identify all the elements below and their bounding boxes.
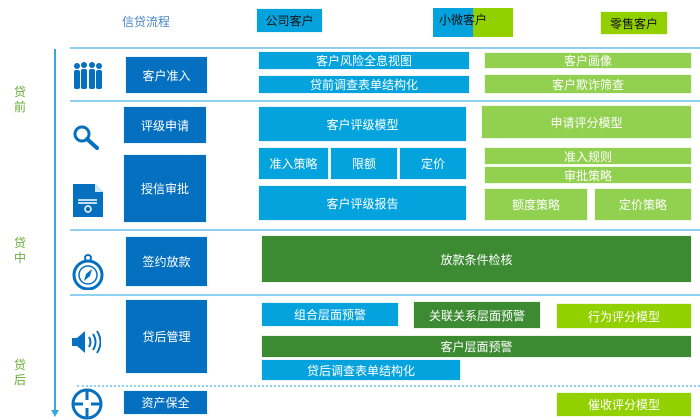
limit[interactable]: 限额	[330, 147, 398, 180]
step-asset-preservation[interactable]: 资产保全	[123, 390, 208, 415]
pricing[interactable]: 定价	[399, 147, 467, 180]
stage-pre: 贷前	[13, 85, 26, 114]
divider	[70, 47, 700, 49]
disbursement-check[interactable]: 放款条件检核	[261, 235, 692, 283]
compass-icon	[72, 254, 104, 290]
customer-warning[interactable]: 客户层面预警	[261, 335, 692, 358]
divider	[70, 100, 700, 102]
timeline-axis	[54, 49, 56, 411]
stage-mid: 贷中	[13, 236, 26, 265]
divider	[70, 229, 700, 231]
rating-report[interactable]: 客户评级报告	[258, 185, 467, 221]
corporate-header: 公司客户	[256, 8, 323, 33]
step-signing-disbursement[interactable]: 签约放款	[125, 236, 208, 287]
post-loan-survey[interactable]: 贷后调查表单结构化	[261, 359, 461, 381]
pre-loan-survey[interactable]: 贷前调查表单结构化	[258, 75, 470, 94]
approval-policy[interactable]: 审批策略	[484, 166, 692, 184]
customer-profile[interactable]: 客户画像	[484, 52, 692, 69]
rating-model[interactable]: 客户评级模型	[258, 106, 467, 142]
speaker-icon	[72, 330, 101, 354]
search-icon	[73, 125, 99, 150]
fraud-screening[interactable]: 客户欺诈筛查	[484, 74, 692, 94]
step-rating-application[interactable]: 评级申请	[123, 106, 207, 144]
divider	[70, 294, 700, 296]
step-post-loan-management[interactable]: 贷后管理	[125, 299, 208, 374]
retail-header: 零售客户	[600, 11, 668, 35]
document-certificate-icon	[73, 184, 103, 217]
access-rules[interactable]: 准入规则	[484, 147, 692, 165]
step-customer-access[interactable]: 客户准入	[125, 56, 208, 94]
dashed-divider	[77, 385, 700, 387]
step-credit-approval[interactable]: 授信审批	[123, 154, 207, 223]
small-micro-header-blue	[433, 8, 473, 37]
limit-policy[interactable]: 额度策略	[484, 188, 588, 221]
crosshair-icon	[71, 388, 103, 420]
application-score-model[interactable]: 申请评分模型	[481, 105, 692, 139]
small-micro-header: 小微客户	[438, 12, 487, 27]
combo-warning[interactable]: 组合层面预警	[261, 302, 399, 327]
pricing-policy[interactable]: 定价策略	[594, 188, 692, 221]
small-micro-header-green	[473, 8, 513, 37]
access-policy[interactable]: 准入策略	[258, 147, 329, 180]
risk-view[interactable]: 客户风险全息视图	[258, 51, 470, 70]
people-icon	[74, 62, 102, 89]
collection-score-model[interactable]: 催收评分模型	[556, 392, 692, 417]
stage-post: 贷后	[13, 358, 26, 387]
process-header: 信贷流程	[121, 14, 170, 29]
behavior-score-model[interactable]: 行为评分模型	[556, 303, 692, 329]
timeline-arrow-icon	[51, 410, 59, 417]
relation-warning[interactable]: 关联关系层面预警	[413, 301, 541, 329]
